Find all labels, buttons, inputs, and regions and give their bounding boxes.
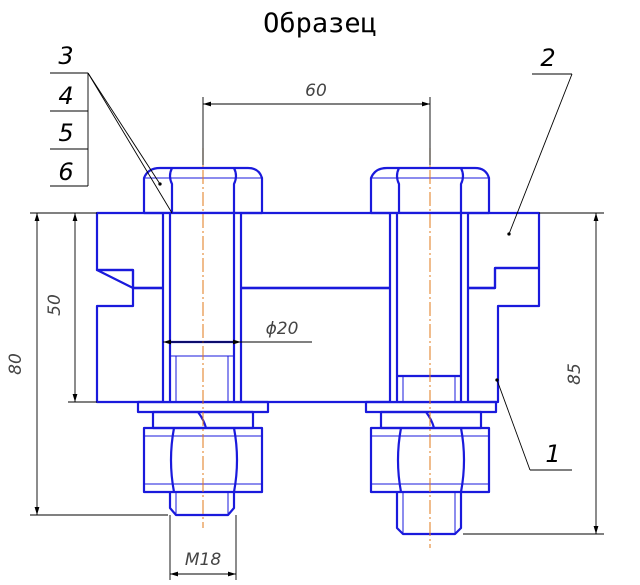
leader-parts-3-6: 3 4 5 6 bbox=[50, 42, 173, 214]
part-label-3: 3 bbox=[58, 42, 73, 70]
dimension-thread: M18 bbox=[169, 515, 237, 580]
dimension-plate-height: 50 bbox=[45, 213, 97, 403]
dimension-total-height-right: 85 bbox=[463, 212, 604, 535]
dimension-hole-diameter: ϕ20 bbox=[163, 319, 312, 345]
dimension-plate-height-value: 50 bbox=[45, 294, 65, 316]
dimension-total-height-left: 80 bbox=[6, 212, 168, 516]
right-bolt-shank bbox=[395, 213, 463, 402]
right-nut bbox=[369, 426, 491, 494]
dimension-bolt-spacing: 60 bbox=[202, 81, 431, 165]
leader-part-1: 1 bbox=[495, 378, 572, 471]
dimension-bolt-spacing-value: 60 bbox=[305, 81, 327, 101]
left-nut bbox=[142, 426, 264, 494]
drawing-title: Образец bbox=[263, 8, 377, 39]
dimension-total-height-left-value: 80 bbox=[6, 353, 26, 375]
part-label-6: 6 bbox=[58, 158, 73, 186]
dimension-total-height-right-value: 85 bbox=[565, 363, 585, 385]
left-bolt-hole bbox=[161, 213, 243, 402]
left-bolt-tail bbox=[168, 492, 236, 517]
part-label-5: 5 bbox=[58, 119, 73, 147]
right-washer bbox=[364, 400, 498, 430]
part-label-4: 4 bbox=[58, 82, 73, 110]
leader-part-2: 2 bbox=[507, 44, 573, 236]
right-bolt-tail bbox=[395, 492, 463, 536]
right-bolt-hole bbox=[388, 213, 470, 402]
part-label-2: 2 bbox=[540, 44, 555, 72]
dimension-thread-value: M18 bbox=[185, 550, 221, 570]
dimension-hole-diameter-value: ϕ20 bbox=[266, 319, 299, 339]
part-label-1: 1 bbox=[545, 440, 560, 468]
